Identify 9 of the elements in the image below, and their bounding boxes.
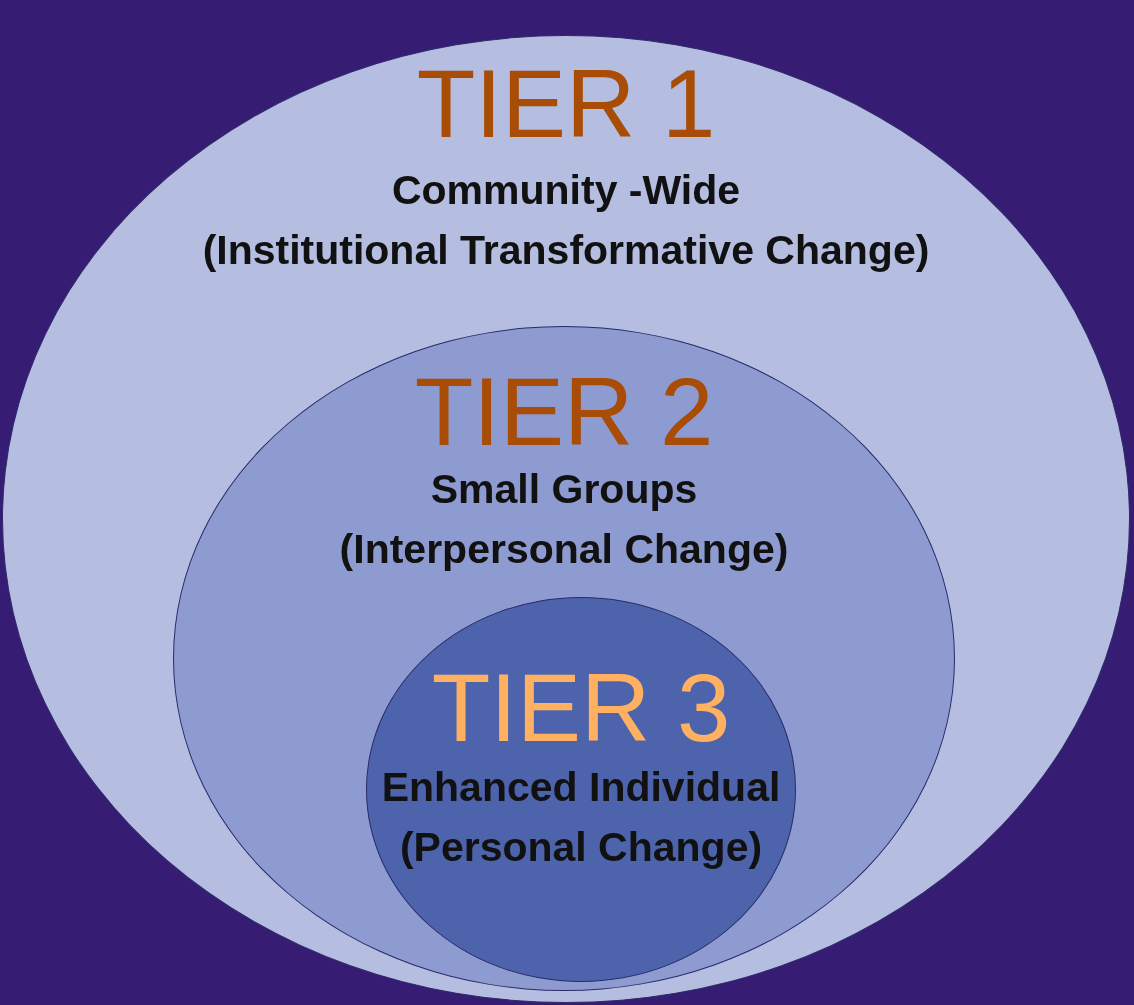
- tier-heading: TIER 1: [416, 54, 716, 154]
- tier-label: Enhanced Individual: [381, 763, 781, 811]
- tier-heading: TIER 2: [414, 362, 714, 462]
- tier-heading: TIER 3: [431, 658, 731, 758]
- tier-description: (Interpersonal Change): [339, 525, 789, 573]
- tier-label: Community -Wide: [391, 166, 741, 214]
- tier-description: (Personal Change): [399, 823, 763, 871]
- tier-description: (Institutional Transformative Change): [202, 226, 930, 274]
- tier-label: Small Groups: [430, 465, 698, 513]
